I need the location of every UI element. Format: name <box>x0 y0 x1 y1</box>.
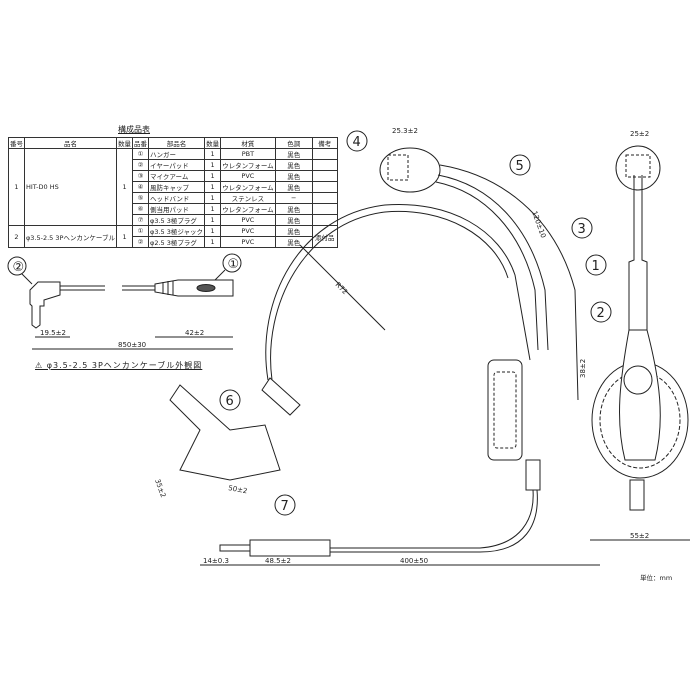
dim-plug: 48.5±2 <box>265 557 291 565</box>
callout-circle <box>219 389 241 411</box>
conversion-cable-drawing: ② ① 19.5±2 42±2 850±30 <box>7 253 242 350</box>
headset-front-view: 25±2 55±2 <box>590 130 690 541</box>
jack-window <box>196 284 216 292</box>
callout-4: 4 <box>353 135 361 150</box>
cable-caption: ⚠ φ3.5-2.5 3Pヘンカンケーブル外観図 <box>35 361 203 370</box>
part-qty: 1 <box>204 170 222 182</box>
headset-side-view: R72 25.3±2 120±10 38±2 35±2 50±2 14±0.3 … <box>153 127 612 566</box>
arm-dimension-arc <box>439 164 579 401</box>
callout-2: 2 <box>597 306 605 321</box>
dim-arm: 120±10 <box>530 210 547 239</box>
callout-3: 3 <box>578 222 586 237</box>
dim-front-cap: 25±2 <box>630 130 649 138</box>
cable <box>330 489 534 549</box>
part-color: 黒色 <box>274 236 313 248</box>
front-hanger <box>619 329 661 461</box>
part-qty: 1 <box>204 203 222 215</box>
part-qty: 1 <box>204 236 222 248</box>
cable <box>330 489 538 553</box>
leader-line <box>214 269 226 281</box>
mic-capsule <box>387 154 409 181</box>
dim-hanger: 38±2 <box>579 359 587 378</box>
ear-pad <box>493 371 517 449</box>
radius-line <box>299 244 386 331</box>
dim-cable: 400±50 <box>400 557 428 565</box>
header-cell: 備考 <box>311 137 338 149</box>
leader-line <box>21 273 33 285</box>
callout-circle <box>7 256 27 276</box>
strain-relief <box>525 459 541 491</box>
callout-2: ② <box>13 260 25 275</box>
callout-5: 5 <box>516 159 524 174</box>
headband-arc-inner <box>270 210 509 381</box>
side-pad-holder <box>261 377 301 416</box>
callout-1: 1 <box>592 259 600 274</box>
angle-plug-shape <box>29 281 61 329</box>
part-name: φ2.5 3極プラグ <box>148 236 206 248</box>
dim-pad-width: 50±2 <box>228 484 248 495</box>
front-cable <box>629 479 645 511</box>
mic-arm <box>437 174 549 351</box>
part-material: PVC <box>220 236 276 248</box>
callout-circle <box>585 254 607 276</box>
callout-circle <box>590 301 612 323</box>
dim-jack: 42±2 <box>185 329 204 337</box>
front-capsule <box>625 154 651 178</box>
callout-circle <box>222 253 242 273</box>
front-mic-arm <box>628 175 648 330</box>
front-button <box>623 365 653 395</box>
dim-radius: R72 <box>334 281 349 296</box>
plug-tip <box>219 544 251 552</box>
callout-circle <box>571 217 593 239</box>
dim-plug: 19.5±2 <box>40 329 66 337</box>
jack-shape <box>154 279 234 297</box>
earpiece-housing <box>487 359 523 461</box>
dim-cap: 25.3±2 <box>392 127 418 135</box>
dim-front-ear: 55±2 <box>630 532 649 540</box>
dim-plug-tip: 14±0.3 <box>203 557 229 565</box>
plug-body <box>249 539 331 557</box>
table-header-row: 番号 品名 数量 品番 部品名 数量 材質 色調 備考 <box>8 137 338 149</box>
dim-pad-height: 35±2 <box>153 478 167 499</box>
side-pad <box>169 384 281 481</box>
callout-7: 7 <box>281 499 289 514</box>
callout-6: 6 <box>226 394 234 409</box>
callout-1: ① <box>228 257 240 272</box>
callout-circle <box>274 494 296 516</box>
front-wind-cap <box>615 145 661 191</box>
unit-label: 単位：mm <box>640 574 673 582</box>
group-name: HIT-D0 HS <box>23 148 118 226</box>
group-name: φ3.5-2.5 3Pヘンカンケーブル <box>23 225 118 248</box>
callout-circle <box>346 130 368 152</box>
headband-arc <box>265 203 531 381</box>
dim-total: 850±30 <box>118 341 146 349</box>
parts-table-title: 構成品表 <box>118 125 150 134</box>
mic-arm <box>435 181 539 351</box>
wind-cap <box>379 147 441 193</box>
callout-circle <box>509 154 531 176</box>
